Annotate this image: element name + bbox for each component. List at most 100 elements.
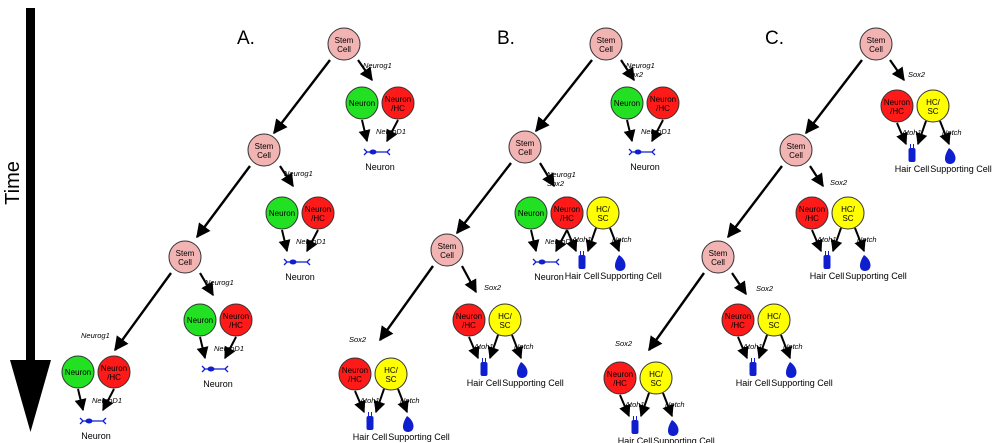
- neuron-hc-node-label: Neuron: [725, 312, 751, 321]
- hair-cell-icon: [480, 358, 488, 376]
- hc-sc-notch-arrow: [511, 334, 523, 360]
- stem-cell-circle: [247, 133, 281, 167]
- gene-neurod1: NeuroD1: [296, 237, 326, 246]
- hc-sc-node-label-2: SC: [385, 375, 396, 384]
- neuron-node-circle: [610, 86, 644, 120]
- stem-cell-label-2: Cell: [869, 45, 883, 54]
- lineage-arrow: [456, 162, 512, 235]
- neuron-hc-node: Neuron/HC: [603, 361, 637, 395]
- gene-sox2: Sox2: [349, 335, 367, 344]
- neuron-hc-node-circle: [550, 196, 584, 230]
- neuron-hc-node: Neuron/HC: [880, 89, 914, 123]
- neuron-hc-arrow: [102, 388, 115, 412]
- hc-sc-node-label: HC/: [841, 205, 856, 214]
- gene-neurog1: Neurog1: [81, 331, 110, 340]
- gene-notch: Notch: [665, 400, 685, 409]
- neuron-hc-node-circle: [880, 89, 914, 123]
- caption-hair-cell: Hair Cell: [353, 432, 388, 442]
- neuron-hc-node-label-2: /HC: [731, 321, 745, 330]
- neuron-hc-node-label: Neuron: [799, 205, 825, 214]
- hair-cell-icon: [823, 251, 831, 269]
- neuron-node: Neuron: [345, 86, 379, 120]
- supporting-cell-icon: [785, 362, 797, 378]
- neuron-hc-arrow: [354, 390, 366, 414]
- neuron-node-label: Neuron: [518, 209, 544, 218]
- gene-atoh1: Atoh1: [571, 235, 592, 244]
- neuron-hc-arrow: [896, 122, 908, 146]
- neuron-hc-node-label-2: /HC: [311, 214, 325, 223]
- branch-arrow: [809, 165, 824, 188]
- neuron-cell-icon: [201, 365, 229, 373]
- hair-cell-icon: [366, 412, 374, 430]
- stem-cell-label: Stem: [787, 142, 806, 151]
- gene-sox2: Sox2: [615, 339, 633, 348]
- caption-hair-cell: Hair Cell: [618, 436, 653, 443]
- caption-hair-cell: Hair Cell: [736, 378, 771, 388]
- hc-sc-node: HC/SC: [831, 196, 865, 230]
- neuron-hc-node-label: Neuron: [385, 95, 411, 104]
- branch-arrow: [539, 162, 555, 188]
- gene-neurod1: NeuroD1: [92, 396, 122, 405]
- stem-cell-label: Stem: [335, 36, 354, 45]
- neuron-hc-node-label: Neuron: [101, 364, 127, 373]
- hc-sc-node-circle: [916, 89, 950, 123]
- lineage-arrow: [648, 272, 705, 352]
- neuron-arrow: [196, 336, 209, 360]
- neuron-hc-arrow: [468, 336, 480, 360]
- supporting-cell-icon: [859, 255, 871, 271]
- gene-sox2: Sox2: [830, 178, 848, 187]
- gene-notch: Notch: [942, 128, 962, 137]
- neuron-hc-node-circle: [301, 196, 335, 230]
- gene-neurog1: Neurog1: [626, 61, 655, 70]
- hc-sc-node-label-2: SC: [768, 321, 779, 330]
- neuron-hc-node-circle: [721, 303, 755, 337]
- caption-neuron: Neuron: [203, 379, 233, 389]
- hc-sc-notch-arrow: [397, 388, 409, 414]
- gene-sox2: Sox2: [626, 70, 644, 79]
- branch-arrow: [357, 59, 373, 82]
- supporting-cell-icon: [944, 148, 956, 164]
- stem-cell-label: Stem: [176, 249, 195, 258]
- neuron-hc-node-circle: [381, 86, 415, 120]
- gene-neurog1: Neurog1: [284, 169, 313, 178]
- neuron-hc-arrow: [306, 229, 319, 253]
- neuron-hc-arrow: [386, 119, 399, 143]
- supporting-cell-icon: [667, 420, 679, 436]
- stem-cell-label-2: Cell: [599, 45, 613, 54]
- neuron-hc-arrow: [555, 229, 568, 253]
- stem-cell-label-2: Cell: [711, 258, 725, 267]
- hc-sc-arrow: [638, 392, 651, 418]
- hc-sc-node-circle: [831, 196, 865, 230]
- neuron-hc-node: Neuron/HC: [795, 196, 829, 230]
- caption-hair-cell: Hair Cell: [467, 378, 502, 388]
- gene-neurog1: Neurog1: [363, 61, 392, 70]
- stem-cell-label-2: Cell: [178, 258, 192, 267]
- hc-sc-node: HC/SC: [374, 357, 408, 391]
- neuron-hc-node-circle: [603, 361, 637, 395]
- time-axis-shaft: [26, 8, 35, 360]
- neuron-node-circle: [265, 196, 299, 230]
- neuron-hc-arrow: [811, 229, 823, 253]
- hc-sc-node-circle: [757, 303, 791, 337]
- gene-atoh1: Atoh1: [742, 342, 763, 351]
- neuron-node-label: Neuron: [614, 99, 640, 108]
- neuron-hc-node: Neuron/HC: [452, 303, 486, 337]
- hc-sc-node-label-2: SC: [499, 321, 510, 330]
- neuron-hc-node-label-2: /HC: [890, 107, 904, 116]
- neuron-arrow: [74, 388, 87, 412]
- neuron-hc-arrow: [566, 229, 578, 253]
- neuron-hc-node-label-2: /HC: [107, 373, 121, 382]
- gene-neurog1: Neurog1: [205, 278, 234, 287]
- hair-cell-icon: [908, 144, 916, 162]
- neuron-hc-node-circle: [452, 303, 486, 337]
- lineage-arrow: [727, 165, 783, 239]
- neuron-hc-node-label-2: /HC: [462, 321, 476, 330]
- hc-sc-arrow: [830, 227, 843, 253]
- gene-sox2: Sox2: [756, 284, 774, 293]
